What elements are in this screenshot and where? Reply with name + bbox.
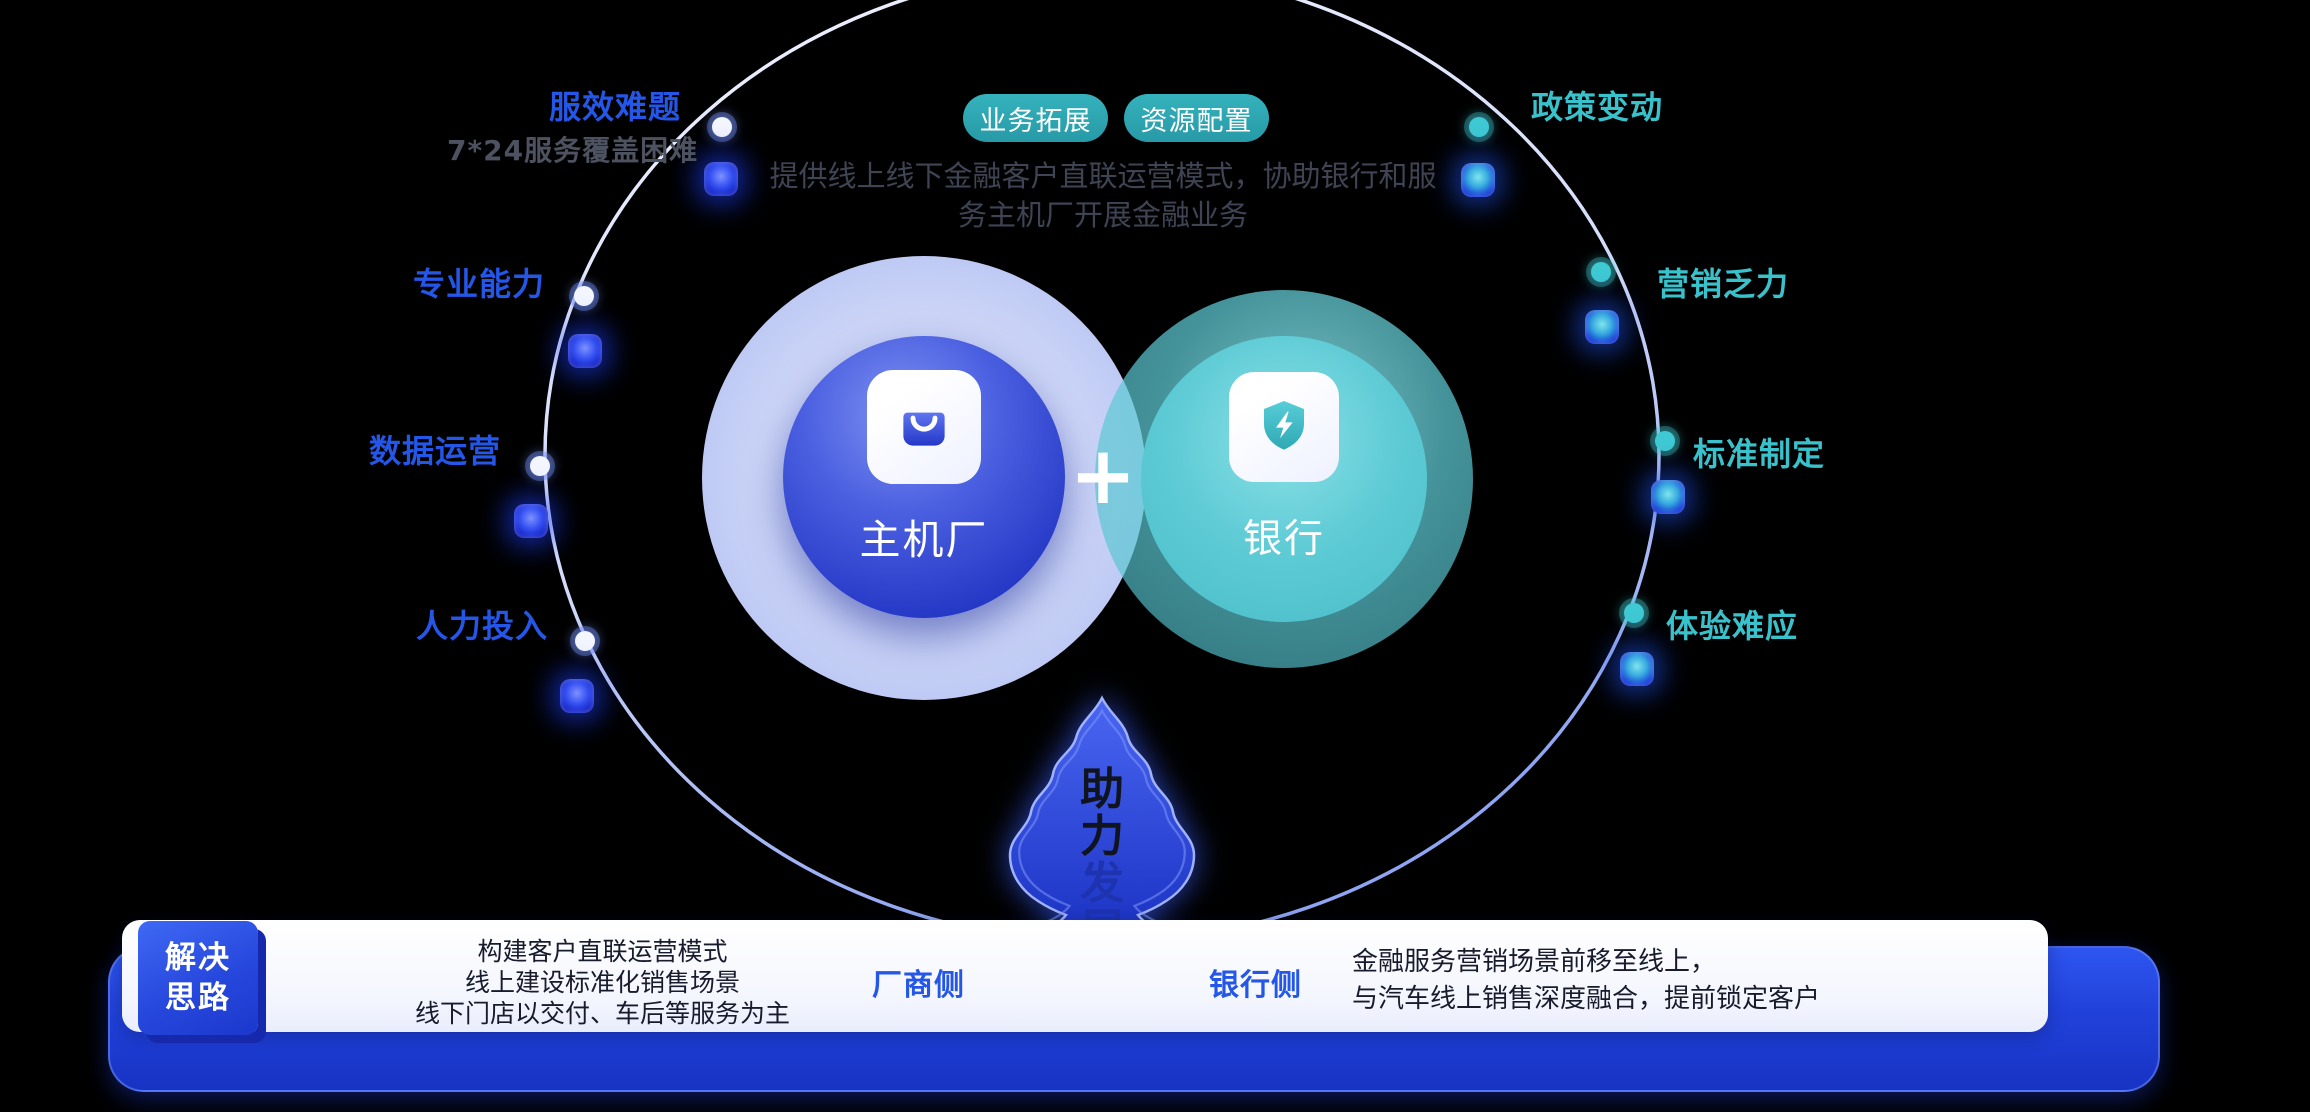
left-label-manpower-input: 人力投入	[416, 607, 549, 645]
glow-bead-right-1	[1461, 163, 1495, 197]
solution-badge: 解决 思路	[138, 921, 258, 1035]
factory-side-label: 厂商侧	[872, 968, 965, 1003]
ring-dot-left-2	[574, 286, 594, 306]
shield-lightning-icon	[1252, 393, 1316, 461]
left-label-service-efficiency-sub: 7*24服务覆盖困难	[447, 134, 699, 167]
glow-bead-left-3	[514, 504, 548, 538]
bank-line-1: 金融服务营销场景前移至线上，	[1352, 947, 1717, 977]
oem-icon-box	[867, 370, 981, 484]
bank-side-label: 银行侧	[1209, 968, 1302, 1003]
pill-resource-allocation: 资源配置	[1124, 94, 1269, 142]
ring-dot-left-1	[712, 117, 732, 137]
glow-bead-left-1	[704, 162, 738, 196]
ring-dot-left-4	[575, 631, 595, 651]
factory-line-1: 构建客户直联运营模式	[477, 937, 728, 966]
top-description-line2: 务主机厂开展金融业务	[957, 198, 1248, 232]
top-description-line1: 提供线上线下金融客户直联运营模式，协助银行和服	[769, 159, 1437, 193]
top-description: 提供线上线下金融客户直联运营模式，协助银行和服 务主机厂开展金融业务	[700, 157, 1506, 235]
glow-bead-right-2	[1585, 310, 1619, 344]
pill-business-expansion: 业务拓展	[963, 94, 1108, 142]
oem-circle-label: 主机厂	[859, 516, 989, 564]
left-label-professional-ability: 专业能力	[413, 265, 546, 303]
factory-line-3: 线下门店以交付、车后等服务为主	[414, 999, 790, 1028]
tree-char-2: 力	[1080, 811, 1124, 862]
solution-badge-line1: 解决	[165, 940, 231, 976]
tree-char-3: 发	[1080, 858, 1124, 909]
bank-circle-label: 银行	[1242, 517, 1325, 562]
shopping-bag-icon	[891, 392, 957, 462]
right-label-weak-marketing: 营销乏力	[1657, 265, 1790, 303]
right-label-policy-change: 政策变动	[1531, 88, 1664, 126]
ring-dot-right-4	[1624, 603, 1644, 623]
factory-side-text: 构建客户直联运营模式 线上建设标准化销售场景 线下门店以交付、车后等服务为主	[330, 936, 875, 1029]
glow-bead-right-3	[1651, 480, 1685, 514]
factory-line-2: 线上建设标准化销售场景	[464, 968, 740, 997]
plus-sign: +	[1069, 429, 1137, 522]
bank-side-text: 金融服务营销场景前移至线上， 与汽车线上销售深度融合，提前锁定客户	[1352, 944, 1820, 1018]
glow-bead-left-2	[568, 334, 602, 368]
ring-dot-right-2	[1591, 262, 1611, 282]
bank-line-2: 与汽车线上销售深度融合，提前锁定客户	[1352, 984, 1821, 1014]
left-label-service-efficiency: 服效难题	[549, 88, 682, 126]
right-label-standard-setting: 标准制定	[1693, 435, 1826, 473]
glow-bead-left-4	[560, 679, 594, 713]
left-label-data-operation: 数据运营	[369, 432, 502, 470]
glow-bead-right-4	[1620, 652, 1654, 686]
right-label-experience-adaptation: 体验难应	[1666, 607, 1799, 645]
bank-icon-box	[1229, 372, 1339, 482]
ring-dot-right-3	[1655, 431, 1675, 451]
ring-dot-right-1	[1469, 117, 1489, 137]
ring-dot-left-3	[530, 456, 550, 476]
tree-char-1: 助	[1080, 764, 1124, 815]
bottom-white-panel	[122, 920, 2048, 1032]
solution-badge-line2: 思路	[165, 980, 231, 1016]
